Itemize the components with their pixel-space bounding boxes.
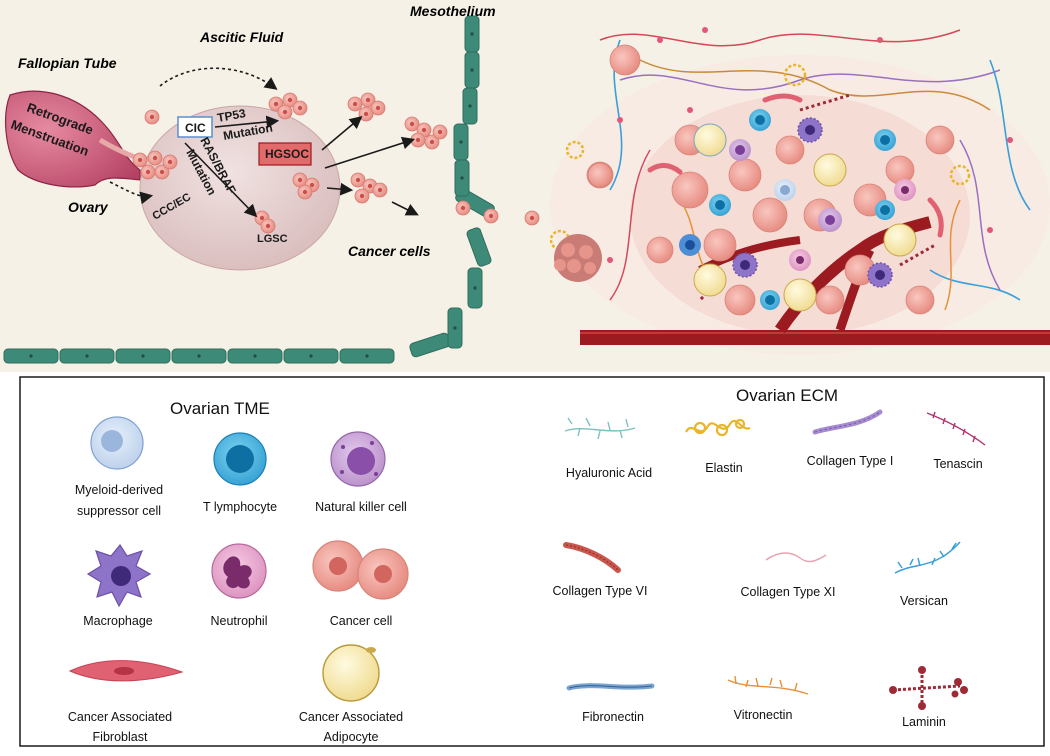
tenascin-icon — [926, 411, 986, 446]
tme-label-adipocyte-2: Adipocyte — [324, 730, 379, 744]
ascitic-fluid-label: Ascitic Fluid — [199, 29, 284, 45]
fibronectin-icon — [566, 683, 655, 691]
cancer-cells-label: Cancer cells — [348, 243, 431, 259]
legend-panel — [19, 376, 1045, 747]
neutrophil-icon — [211, 543, 267, 599]
ecm-label-vitronectin: Vitronectin — [734, 708, 793, 722]
tme-label-macrophage: Macrophage — [83, 614, 153, 628]
hgsoc-box — [258, 142, 312, 166]
fallopian-tube-label: Fallopian Tube — [18, 55, 117, 71]
cic-label: CIC — [185, 121, 206, 135]
vitronectin-icon — [727, 675, 809, 695]
tme-label-cancer-cell: Cancer cell — [330, 614, 393, 628]
elastin-icon — [685, 418, 751, 437]
ecm-label-elastin: Elastin — [705, 461, 743, 475]
mdsc-icon — [90, 416, 144, 470]
tme-label-nk-cell: Natural killer cell — [315, 500, 407, 514]
tme-title: Ovarian TME — [170, 399, 270, 418]
cic-box — [177, 116, 213, 138]
adipocyte-icon — [322, 644, 380, 702]
tumor-microenvironment-illustration — [549, 27, 1050, 355]
ecm-label-versican: Versican — [900, 594, 948, 608]
fibroblast-icon — [68, 660, 184, 682]
lgsc-label: LGSC — [257, 233, 288, 245]
collagen-type-i-icon — [812, 409, 883, 435]
hyaluronic-acid-icon — [564, 417, 636, 440]
cancer-cell-icon — [312, 540, 409, 600]
ecm-label-hyaluronic-acid: Hyaluronic Acid — [566, 466, 652, 480]
ecm-label-tenascin: Tenascin — [933, 457, 982, 471]
ecm-label-fibronectin: Fibronectin — [582, 710, 644, 724]
tme-label-fibroblast-2: Fibroblast — [93, 730, 148, 744]
hgsoc-label: HGSOC — [265, 147, 309, 161]
collagen-type-xi-icon — [765, 552, 827, 563]
ecm-title: Ovarian ECM — [736, 386, 838, 405]
tme-label-mdsc-1: Myeloid-derived — [75, 483, 163, 497]
mesothelium-layer — [3, 15, 495, 364]
t-lymphocyte-icon — [213, 432, 267, 486]
tme-label-neutrophil: Neutrophil — [211, 614, 268, 628]
macrophage-icon — [86, 543, 152, 608]
mesothelium-label: Mesothelium — [410, 3, 496, 19]
nk-cell-icon — [330, 431, 386, 487]
collagen-type-vi-icon — [563, 542, 621, 573]
tme-label-fibroblast-1: Cancer Associated — [68, 710, 172, 724]
tme-label-adipocyte-1: Cancer Associated — [299, 710, 403, 724]
ovary-label: Ovary — [68, 199, 109, 215]
ecm-label-collagen-type-xi: Collagen Type XI — [741, 585, 836, 599]
tp53-label: TP53 — [216, 106, 247, 125]
ecm-label-collagen-type-i: Collagen Type I — [807, 454, 894, 468]
versican-icon — [894, 541, 961, 574]
ecm-label-laminin: Laminin — [902, 715, 946, 729]
tme-label-mdsc-2: suppressor cell — [77, 504, 161, 518]
ecm-label-collagen-type-vi: Collagen Type VI — [553, 584, 648, 598]
laminin-icon — [889, 666, 968, 710]
tme-label-t-lymphocyte: T lymphocyte — [203, 500, 277, 514]
